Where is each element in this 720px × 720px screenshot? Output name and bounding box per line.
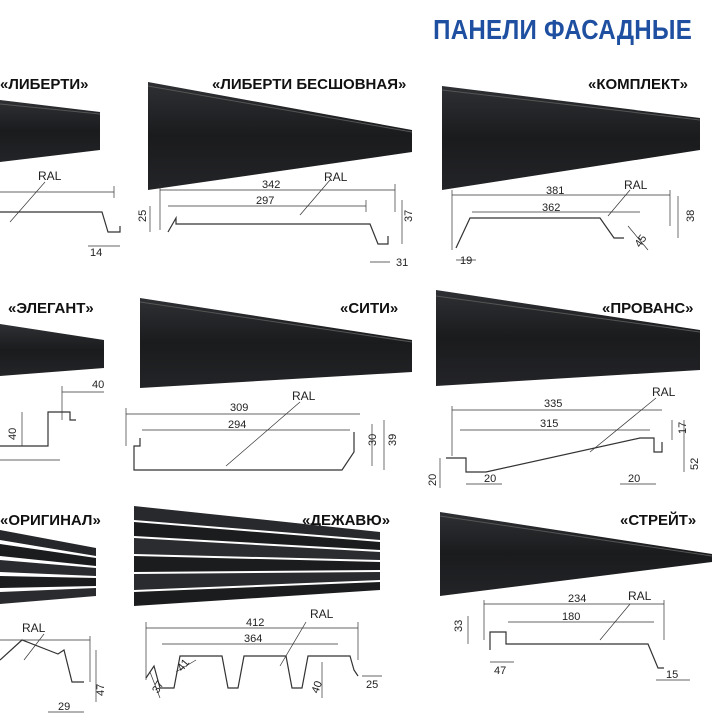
panel-name-dezhavyu: «ДЕЖАВЮ»: [302, 512, 391, 529]
profile-siti: [125, 401, 385, 471]
panel-name-siti: «СИТИ»: [340, 300, 399, 317]
dim-label: 25: [137, 210, 149, 222]
panel-name-liberty-seamless: «ЛИБЕРТИ БЕСШОВНАЯ»: [212, 76, 407, 93]
dim-label: 20: [628, 473, 640, 485]
ral-label: RAL: [22, 621, 46, 635]
dim-label: 40: [92, 379, 104, 391]
dim-label: 15: [666, 669, 678, 681]
panel-streyt-image: [439, 512, 713, 596]
dim-label: 38: [685, 210, 697, 222]
panel-name-elegant: «ЭЛЕГАНТ»: [8, 300, 94, 317]
panel-name-original: «ОРИГИНАЛ»: [0, 512, 101, 529]
profile-komplekt: [451, 189, 679, 261]
panel-siti-image: [139, 298, 413, 388]
dim-label: 309: [230, 402, 248, 414]
profile-provans: [439, 397, 685, 488]
panel-elegant-image: [0, 324, 104, 376]
panel-provans-image: [435, 290, 701, 386]
ral-label: RAL: [628, 589, 652, 603]
dim-label: 17: [677, 422, 689, 434]
dim-label: 315: [540, 418, 558, 430]
panel-original-image: [0, 530, 96, 604]
dim-label: 37: [150, 679, 167, 696]
dim-label: 234: [568, 593, 586, 605]
dim-label: 31: [396, 257, 408, 269]
ral-label: RAL: [38, 169, 62, 183]
dim-label: 39: [387, 434, 399, 446]
dim-label: 47: [494, 665, 506, 677]
ral-label: RAL: [292, 389, 316, 403]
dim-label: 180: [562, 611, 580, 623]
dim-label: 37: [403, 210, 415, 222]
dim-label: 33: [453, 620, 465, 632]
ral-label: RAL: [324, 170, 348, 184]
dim-label: 381: [546, 185, 564, 197]
page-title: ПАНЕЛИ ФАСАДНЫЕ: [433, 14, 692, 45]
profile-original: [0, 633, 97, 713]
panel-komplekt-image: [441, 86, 701, 190]
dim-label: 30: [367, 434, 379, 446]
dim-label: 14: [90, 247, 102, 259]
profile-streyt: [467, 600, 690, 681]
dim-label: 20: [484, 473, 496, 485]
panel-name-provans: «ПРОВАНС»: [602, 300, 694, 317]
dim-label: 47: [95, 684, 107, 696]
dim-label: 335: [544, 398, 562, 410]
panel-dezhavyu-image: [134, 506, 380, 606]
dim-label: 19: [460, 255, 472, 267]
dim-label: 40: [310, 679, 325, 695]
ral-label: RAL: [310, 607, 334, 621]
dim-label: 20: [427, 474, 439, 486]
profile-liberty: [0, 181, 121, 247]
dim-label: 362: [542, 202, 560, 214]
panel-name-liberty: «ЛИБЕРТИ»: [0, 76, 89, 93]
dim-label: 29: [58, 701, 70, 713]
dim-label: 412: [246, 617, 264, 629]
panel-name-streyt: «СТРЕЙТ»: [620, 512, 697, 529]
dim-label: 40: [7, 428, 19, 440]
dim-label: 45: [633, 233, 650, 250]
dim-label: 294: [228, 419, 246, 431]
ral-label: RAL: [652, 385, 676, 399]
dim-label: 25: [366, 679, 378, 691]
profile-dezhavyu: [145, 621, 382, 699]
dim-label: 52: [689, 458, 701, 470]
ral-label: RAL: [624, 178, 648, 192]
panel-liberty-seamless-image: [147, 82, 413, 190]
dim-label: 364: [244, 633, 262, 645]
panel-name-komplekt: «КОМПЛЕКТ»: [588, 76, 689, 93]
panel-liberty-image: [0, 100, 101, 162]
profile-elegant: [0, 386, 104, 461]
dim-label: 342: [262, 179, 280, 191]
dim-label: 297: [256, 195, 274, 207]
profile-liberty-seamless: [149, 179, 403, 263]
